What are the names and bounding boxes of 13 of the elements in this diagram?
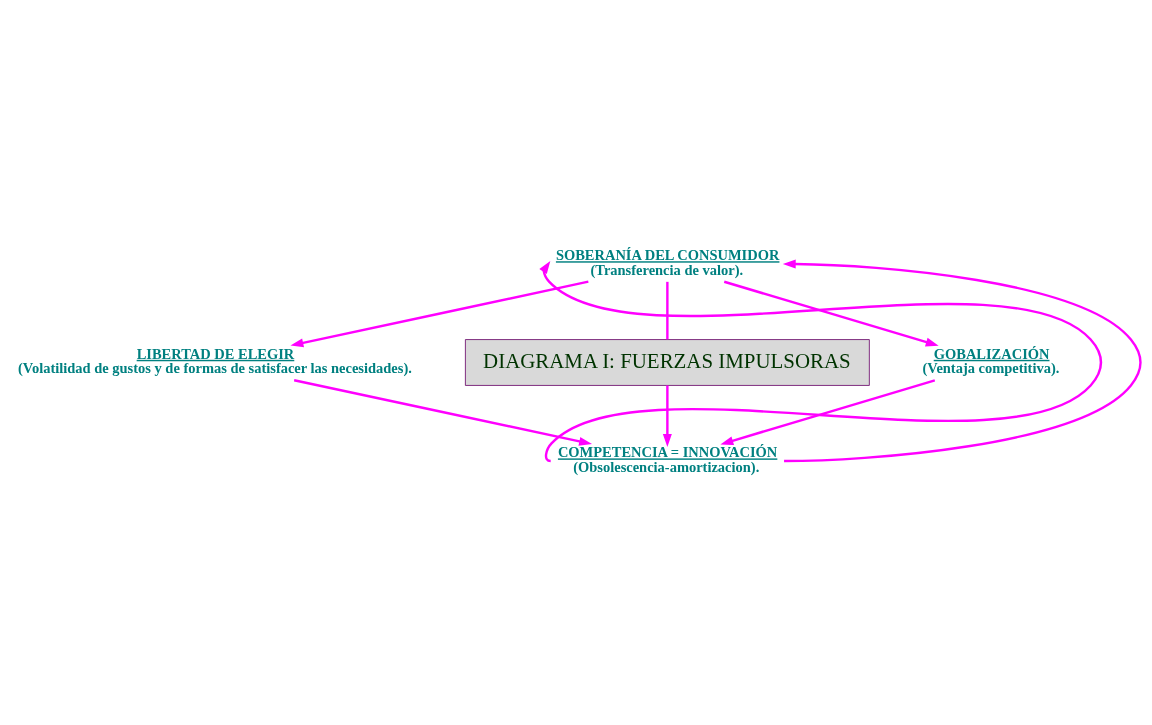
arrow: [290, 280, 589, 348]
node-text: GOBALIZACIÓN (Ventaja competitiva).: [922, 345, 1060, 377]
arrow: [662, 385, 672, 447]
arrow: [782, 259, 1142, 463]
node-box: DIAGRAMA I: FUERZAS IMPULSORAS: [465, 339, 870, 386]
node-text: LIBERTAD DE ELEGIR (Volatilidad de gustos y de formas de satisfacer las necesidades).: [17, 345, 412, 377]
node-text: COMPETENCIA = INNOVACIÓN (Obsolescencia-amortizacion).: [557, 444, 778, 475]
arrow: [539, 260, 1102, 462]
arrow: [720, 379, 936, 446]
node-text: SOBERANÍA DEL CONSUMIDOR (Transferencia de valor).: [555, 247, 780, 278]
arrow: [293, 379, 592, 446]
arrow: [723, 280, 939, 347]
connector: [666, 281, 669, 340]
